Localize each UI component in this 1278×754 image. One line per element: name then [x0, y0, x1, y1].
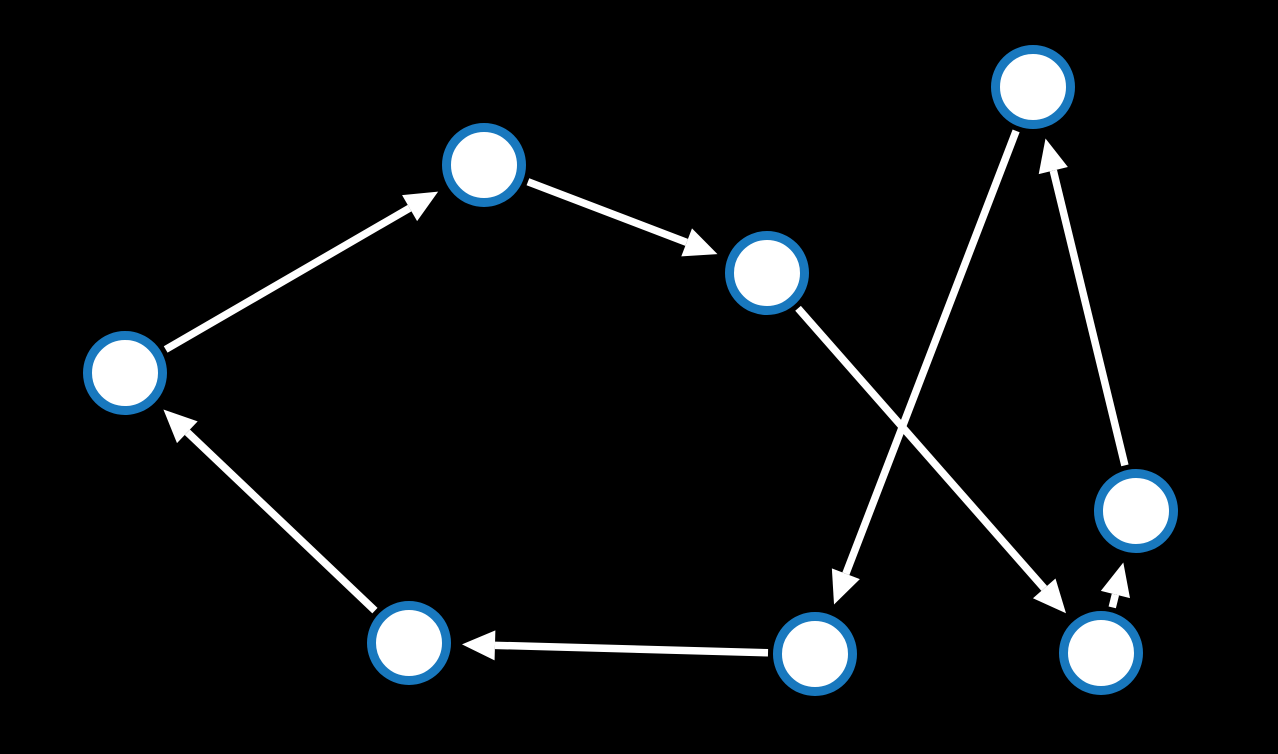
arrowhead-icon — [1100, 562, 1130, 599]
edge-right-to-top-right — [1038, 138, 1129, 467]
arrowhead-icon — [1038, 138, 1068, 175]
edge-shaft — [842, 129, 1020, 576]
arrowhead-icon — [402, 191, 439, 222]
arrowhead-icon — [831, 568, 860, 605]
edge-bottom-middle-to-bottom-left — [461, 630, 769, 661]
graph-node-bottom-left — [367, 601, 451, 685]
arrowhead-icon — [163, 409, 198, 444]
edge-shaft — [184, 429, 378, 614]
edge-bottom-right-to-right — [1100, 562, 1130, 609]
edge-shaft — [1049, 169, 1129, 467]
edge-shaft — [526, 178, 688, 246]
edge-bottom-left-to-left — [163, 409, 378, 614]
arrowhead-icon — [681, 228, 718, 257]
edge-shaft — [1108, 593, 1120, 609]
edge-shaft — [494, 641, 769, 657]
arrowhead-icon — [461, 630, 496, 661]
graph-node-top-right — [991, 45, 1075, 129]
edge-left-to-top-middle — [163, 191, 439, 353]
graph-node-bottom-middle — [773, 612, 857, 696]
graph-node-left — [83, 331, 167, 415]
edge-top-right-to-bottom-middle — [831, 129, 1020, 605]
graph-node-top-middle — [442, 123, 526, 207]
graph-node-middle — [725, 231, 809, 315]
edge-shaft — [795, 305, 1048, 591]
edge-top-middle-to-middle — [526, 178, 718, 257]
arrowhead-icon — [1032, 578, 1067, 614]
edge-shaft — [163, 204, 412, 353]
graph-node-right — [1094, 469, 1178, 553]
graph-node-bottom-right — [1059, 611, 1143, 695]
edge-middle-to-bottom-right — [795, 305, 1067, 614]
